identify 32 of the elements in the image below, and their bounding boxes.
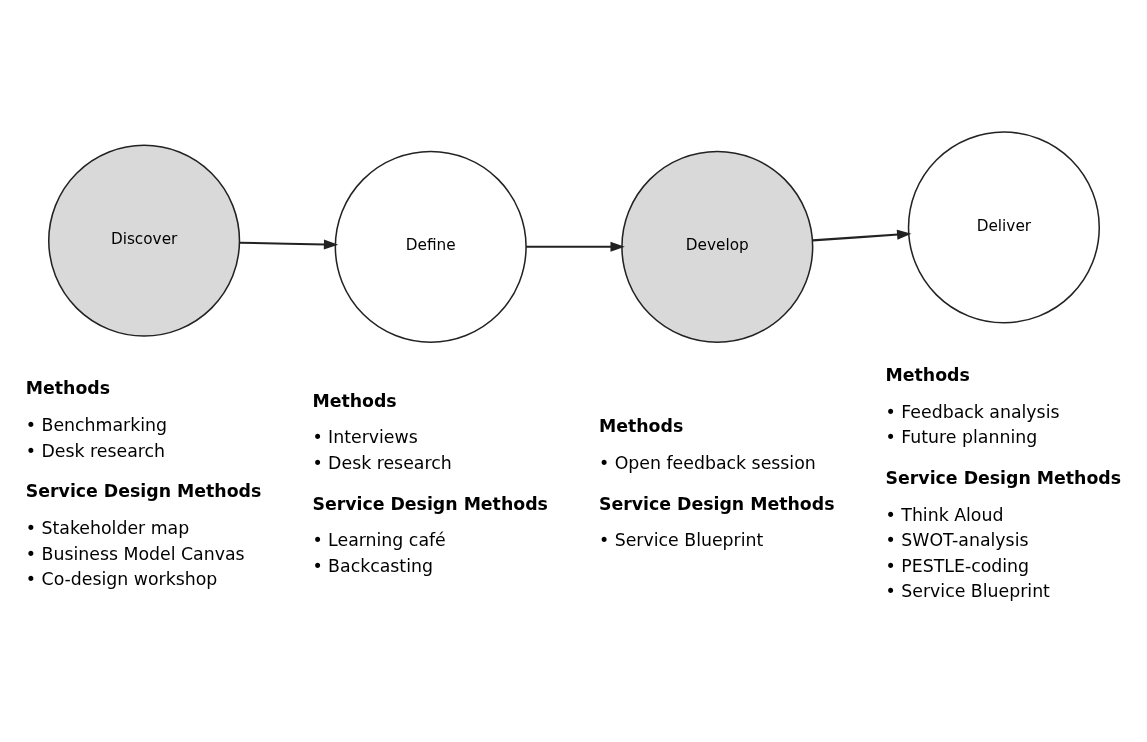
node-label: • PESTLE-coding <box>885 555 1029 576</box>
node-label: • Open feedback session <box>598 452 816 473</box>
node-circle: Deliver <box>907 130 1100 324</box>
node-label: • Think Aloud <box>885 504 1003 525</box>
arrow <box>525 241 625 252</box>
node-label: Service Design Methods <box>885 467 1121 488</box>
node-label: • SWOT-analysis <box>885 529 1028 550</box>
arrow <box>812 229 911 241</box>
node-label: Methods <box>311 390 397 411</box>
node-circle: Discover <box>47 144 240 337</box>
node-label: • Stakeholder map <box>25 517 189 538</box>
node-label: • Interviews <box>311 426 418 447</box>
node-label: • Feedback analysis <box>885 401 1059 422</box>
node-label: • Business Model Canvas <box>25 543 245 564</box>
node-label: Service Design Methods <box>25 480 261 501</box>
node-label: • Future planning <box>885 426 1037 447</box>
node-circle: Develop <box>620 150 813 343</box>
node-label: • Desk research <box>25 440 165 461</box>
node-label: Methods <box>25 377 110 398</box>
node-label: Service Design Methods <box>311 493 548 514</box>
node-circle: Define <box>334 150 527 343</box>
node-label: • Learning café <box>311 529 446 550</box>
node-label: Methods <box>598 415 683 436</box>
node-label: • Service Blueprint <box>598 529 763 550</box>
node-label: • Backcasting <box>311 555 433 576</box>
node-label: Methods <box>885 364 970 385</box>
node-label: • Desk research <box>311 452 452 473</box>
arrow <box>238 239 338 250</box>
node-label: • Benchmarking <box>25 414 167 435</box>
node-label: • Co-design workshop <box>25 568 217 589</box>
node-label: • Service Blueprint <box>885 580 1050 601</box>
node-label: Service Design Methods <box>598 493 834 514</box>
